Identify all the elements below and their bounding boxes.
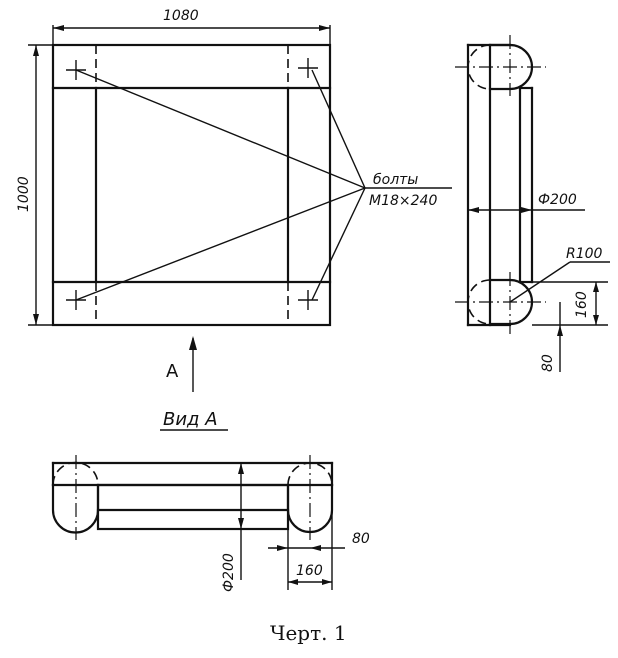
view-a: Вид А Ф200 80 160: [51, 409, 370, 592]
arrow: [238, 518, 244, 529]
view-a-title: Вид А: [163, 409, 218, 430]
arrow: [277, 545, 288, 551]
side-diameter-label: Ф200: [538, 192, 577, 208]
plan-view: болты М18×240 1080 1000 А: [16, 8, 452, 392]
view-a-dim-80-label: 80: [352, 531, 370, 547]
arrow: [557, 325, 563, 336]
figure-caption: Черт. 1: [270, 621, 347, 645]
arrow: [33, 314, 39, 325]
view-a-marker: А: [166, 361, 179, 382]
bolt-leader: [311, 69, 366, 189]
arrow: [521, 207, 532, 213]
arrow: [189, 336, 197, 350]
arrow: [593, 315, 599, 325]
arrow: [33, 45, 39, 56]
radius-label: R100: [566, 246, 603, 262]
bolt-leader: [311, 187, 366, 301]
arrow: [319, 25, 330, 31]
view-a-dim-160-label: 160: [296, 563, 323, 579]
side-view: Ф200 R100 160 80: [455, 35, 610, 372]
bolts-spec-label: М18×240: [369, 193, 437, 209]
bolt-leader: [75, 187, 366, 301]
bolt-cross: [298, 290, 318, 310]
width-label: 1080: [163, 8, 199, 24]
arrow: [322, 579, 332, 585]
arrow: [310, 545, 321, 551]
bolt-leader: [75, 69, 366, 189]
arrow: [593, 282, 599, 292]
side-dim-160-label: 160: [574, 291, 590, 318]
arrow: [238, 463, 244, 474]
view-a-plate: [96, 483, 290, 531]
arrow: [468, 207, 479, 213]
height-label: 1000: [16, 176, 32, 212]
side-dim-80-label: 80: [540, 354, 556, 372]
arrow: [53, 25, 64, 31]
bolts-label: болты: [373, 172, 418, 188]
plan-outer-frame: [51, 43, 332, 327]
bolt-cross: [298, 58, 318, 78]
view-a-diameter-label: Ф200: [221, 553, 237, 592]
arrow: [288, 579, 298, 585]
